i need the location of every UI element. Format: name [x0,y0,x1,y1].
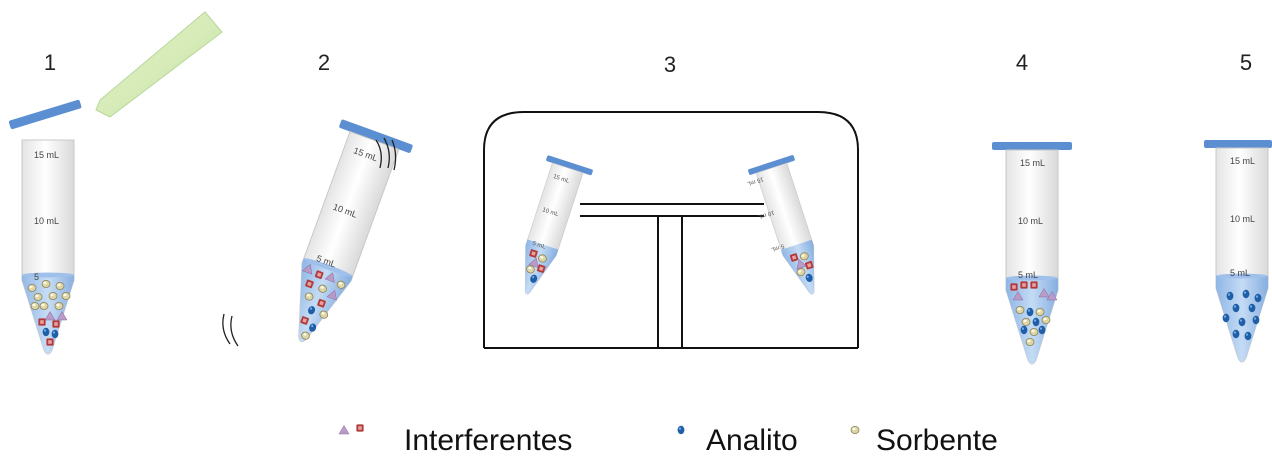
legend-sorbent-label: Sorbente [876,424,998,456]
volume-mark-15: 15 mL [1020,158,1045,168]
volume-mark-15: 15 mL [746,175,764,186]
volume-mark-10: 10 mL [34,216,59,226]
step-number-1: 1 [44,50,56,75]
volume-mark-15: 15 mL [552,174,570,185]
legend: Interferentes Analito Sorbente [338,424,998,456]
step-1-tube: 15 mL 10 mL 5 [8,11,223,355]
volume-mark-15: 15 mL [1230,156,1255,166]
step-number-3: 3 [664,52,676,77]
volume-mark-5: 5 mL [532,241,547,251]
volume-mark-5-partial: 5 [34,272,39,282]
shake-motion-lines [222,137,397,347]
tube-cap [1204,140,1272,148]
centrifuge-tube-left: 15 mL 10 mL 5 mL [511,155,593,300]
step-number-4: 4 [1016,50,1028,75]
pipette-icon [95,11,223,118]
volume-mark-15: 15 mL [34,150,59,160]
step-5-tube: 15 mL 10 mL 5 mL [1204,140,1272,363]
centrifuge-housing [483,111,859,348]
centrifuge-tube-right: 15 mL 10 mL 5 mL [746,155,829,300]
volume-mark-10: 10 mL [541,207,559,218]
centrifuge-rotor [580,203,764,348]
step-number-2: 2 [318,50,330,75]
step-number-5: 5 [1240,50,1252,75]
step-2-tube-shaking: 15 mL 10 mL 5 mL [222,119,413,351]
sorbent-bead-icon [850,425,860,435]
volume-mark-10: 10 mL [757,209,775,220]
interferent-triangle-icon [338,425,350,435]
tube-cap [992,142,1072,150]
volume-mark-10: 10 mL [1230,214,1255,224]
volume-mark-5: 5 mL [1018,270,1038,280]
legend-analyte-label: Analito [706,424,798,456]
analyte-dot-icon [677,425,685,435]
interferent-square-icon [356,424,364,432]
step-3-centrifuge: 15 mL 10 mL 5 mL 15 mL 10 mL 5 mL [483,111,859,349]
volume-mark-5: 5 mL [770,242,785,252]
volume-mark-10: 10 mL [1018,216,1043,226]
legend-interferents-label: Interferentes [404,424,572,456]
tube-cap-open [8,99,82,130]
volume-mark-5: 5 mL [1230,268,1250,278]
step-4-tube: 15 mL 10 mL 5 mL [992,142,1072,365]
